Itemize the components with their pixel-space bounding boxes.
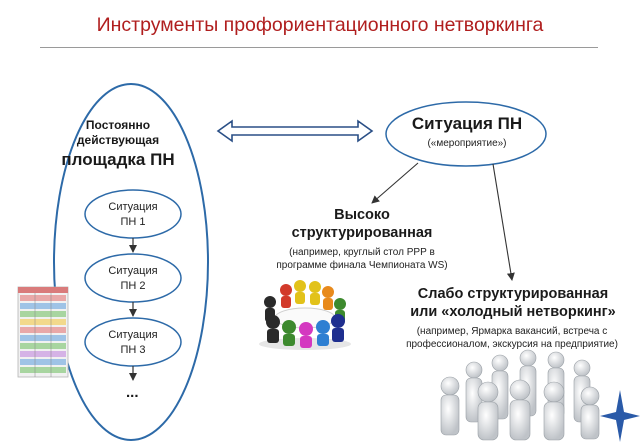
arrow-to-high-structured — [371, 162, 419, 204]
platform-line-2: действующая — [76, 133, 160, 147]
situation-3-label: Ситуация ПН 3 — [108, 329, 158, 356]
more-situations-ellipsis: ... — [126, 384, 139, 401]
round-table-meeting-icon — [259, 280, 351, 350]
title-divider — [40, 47, 598, 48]
platform-label: Постоянно действующая — [58, 118, 178, 148]
spreadsheet-thumbnail — [17, 286, 69, 378]
platform-line-1: Постоянно — [85, 118, 151, 132]
page-title: Инструменты профориентационного нетворки… — [96, 14, 544, 36]
star-icon — [600, 390, 640, 442]
crowd-of-people-icon — [440, 349, 600, 441]
situation-1-label: Ситуация ПН 1 — [108, 201, 158, 228]
low-structured-example: (например, Ярмарка вакансий, встреча с п… — [406, 326, 618, 350]
situation-pn-title: Ситуация ПН — [411, 114, 523, 133]
situation-2-label: Ситуация ПН 2 — [108, 265, 158, 292]
double-arrow-icon — [216, 119, 374, 143]
platform-ellipse — [53, 83, 209, 441]
situation-pn-ellipse — [385, 101, 547, 167]
arrow-to-low-structured — [492, 163, 515, 281]
platform-title: площадка ПН — [61, 150, 175, 169]
situation-pn-subtitle: («мероприятие») — [427, 138, 507, 149]
high-structured-title: Высоко структурированная — [291, 207, 433, 241]
high-structured-example: (например, круглый стол РРР в программе … — [276, 247, 448, 271]
low-structured-title: Слабо структурированная или «холодный не… — [410, 286, 616, 320]
